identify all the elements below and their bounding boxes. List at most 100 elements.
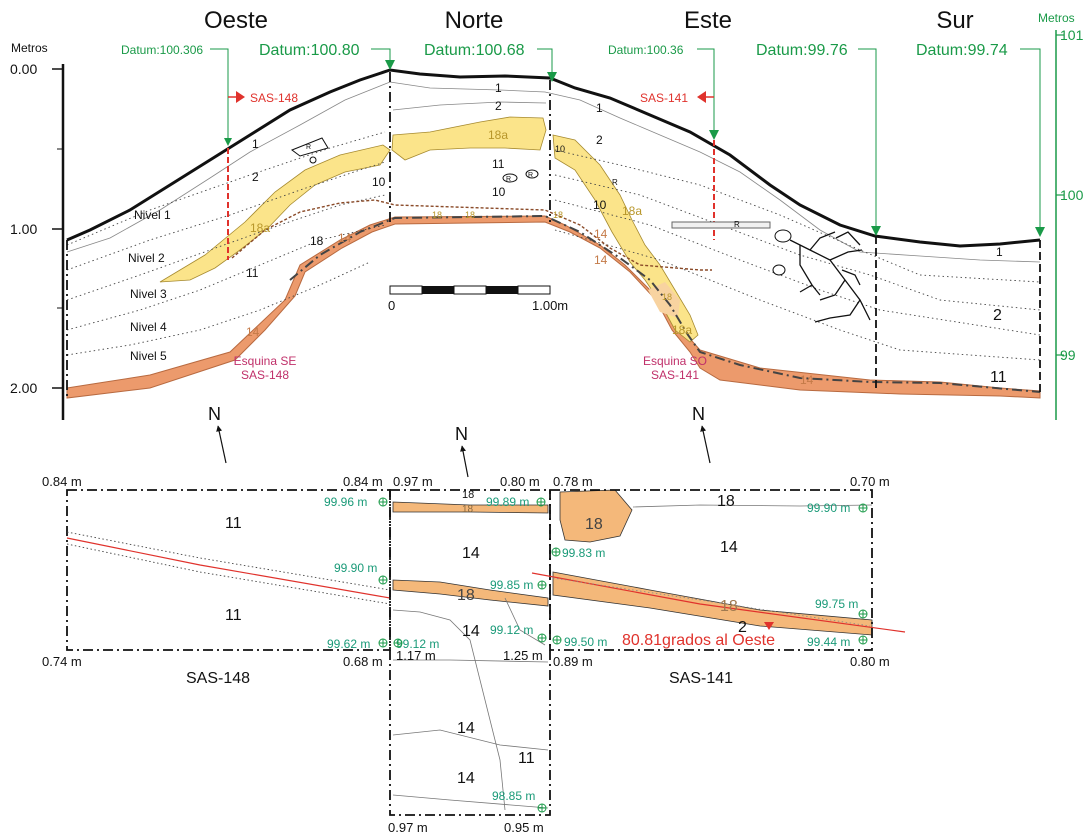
layer-label: 11 [246, 266, 259, 280]
heading-este: Este [684, 7, 732, 34]
plan-corner: 0.80 m [500, 474, 540, 489]
survey-point-icon [536, 497, 546, 507]
rock-icon [671, 221, 771, 229]
north-label: N [208, 404, 221, 424]
plan-corner: 0.84 m [42, 474, 82, 489]
corner-so-sas: SAS-141 [651, 368, 699, 382]
section-dividers-dashed [875, 236, 1041, 392]
heading-norte: Norte [445, 7, 504, 34]
plan-corner: 1.25 m [503, 648, 543, 663]
plan-elevation: 99.44 m [807, 635, 850, 649]
plan-corner: 0.97 m [393, 474, 433, 489]
plan-layer: 18 [462, 489, 474, 501]
datum-label-3: Datum:100.68 [424, 42, 525, 59]
plan-center: 0.97 m 0.80 m 1.17 m 1.25 m 0.97 m 0.95 … [388, 474, 551, 835]
layer-label: 1 [252, 137, 259, 151]
layer-label: 10 [593, 198, 607, 212]
plan-elevation: 99.89 m [486, 495, 529, 509]
left-tick-2: 2.00 [10, 380, 37, 396]
right-tick-1: 100 [1060, 187, 1084, 203]
datum-label-5: Datum:99.76 [756, 42, 848, 59]
heading-sur: Sur [936, 7, 973, 34]
layer-label: 2 [252, 170, 259, 184]
layer-label: 2 [495, 99, 502, 113]
level-4: Nivel 4 [130, 320, 167, 334]
plan-elevation: 99.12 m [396, 637, 439, 651]
datum-label-1: Datum:100.306 [121, 43, 203, 57]
survey-point-icon [858, 609, 868, 619]
layer-label: 14 [594, 227, 608, 241]
rock-label: R [612, 178, 618, 187]
layer-label: 18a [488, 128, 508, 142]
plan-layer: 14 [462, 545, 480, 562]
scale-bar: 0 1.00m [388, 285, 568, 313]
layer-label: 14 [594, 253, 608, 267]
plan-elevation: 99.62 m [327, 637, 370, 651]
layer-label: 11 [492, 157, 505, 171]
plan-section: 0.84 m 0.84 m 0.74 m 0.68 m 11 11 99.96 … [42, 474, 906, 835]
layer-label: 2 [596, 133, 603, 147]
layer-18-inner-right [648, 282, 680, 318]
plan-elevation: 99.85 m [490, 578, 533, 592]
layer-label: 1 [495, 81, 502, 95]
rock-label: R [528, 172, 533, 179]
plan-orientation: 80.81grados al Oeste [622, 632, 775, 649]
plan-elevation: 99.50 m [564, 635, 607, 649]
plan-elevation: 98.85 m [492, 789, 535, 803]
layer-2-base [392, 101, 547, 111]
right-tick-0: 101 [1060, 27, 1084, 43]
corner-labels: Esquina SE SAS-148 Esquina SO SAS-141 [234, 354, 707, 382]
layer-label: 18 [553, 210, 563, 220]
survey-point-icon [393, 638, 403, 648]
datum-label-6: Datum:99.74 [916, 42, 1008, 59]
rock-icon [309, 156, 317, 164]
north-arrows: N N N [208, 404, 711, 478]
root-features [789, 231, 871, 323]
plan-corner: 0.70 m [850, 474, 890, 489]
layer-numbers: 1 2 11 18 18a 10 14 14 1 2 18a 11 10 18 … [246, 81, 1007, 387]
layer-label: 18a [622, 204, 642, 218]
plan-corner: 1.17 m [396, 648, 436, 663]
level-2: Nivel 2 [128, 251, 165, 265]
survey-point-icon [378, 638, 388, 648]
level-1: Nivel 1 [134, 208, 171, 222]
layer-18a-left [159, 144, 391, 283]
brown-dash-line [231, 199, 712, 271]
survey-point-icon [552, 635, 562, 645]
plan-sas-141: 0.78 m 0.70 m 0.89 m 0.80 m 18 18 14 18 … [531, 474, 906, 687]
right-axis-title: Metros [1038, 11, 1075, 25]
layer-label: 1 [996, 245, 1003, 259]
rock-icon [772, 264, 786, 276]
plan-elevation: 99.75 m [815, 597, 858, 611]
corner-so-label: Esquina SO [643, 354, 707, 368]
layer-label: 18a [672, 323, 692, 337]
plan-corner: 0.78 m [553, 474, 593, 489]
plan-sas-148: 0.84 m 0.84 m 0.74 m 0.68 m 11 11 99.96 … [42, 474, 391, 687]
rock-label: R [506, 176, 511, 183]
layer-label: 11 [990, 369, 1007, 386]
layer-18a-center [391, 116, 547, 161]
layer-label: 18 [432, 210, 442, 220]
left-axis-title: Metros [11, 41, 48, 55]
survey-point-icon [378, 575, 388, 585]
plan-layer: 14 [457, 770, 475, 787]
level-labels: Nivel 1 Nivel 2 Nivel 3 Nivel 4 Nivel 5 [128, 208, 171, 363]
plan-corner: 0.84 m [343, 474, 383, 489]
scale-start: 0 [388, 298, 395, 313]
survey-point-icon [858, 635, 868, 645]
datum-label-4: Datum:100.36 [608, 43, 684, 57]
level-5: Nivel 5 [130, 349, 167, 363]
rock-label: R [306, 144, 311, 151]
datum-label-2: Datum:100.80 [259, 42, 360, 59]
plan-elevation: 99.90 m [807, 501, 850, 515]
plan-layer: 11 [518, 750, 535, 767]
plan-layer: 18 [457, 587, 475, 604]
level-3: Nivel 3 [130, 287, 167, 301]
plan-sas-148-title: SAS-148 [186, 670, 250, 687]
survey-point-icon [537, 633, 547, 643]
plan-corner: 0.80 m [850, 654, 890, 669]
section-dividers [66, 72, 551, 396]
north-label: N [692, 404, 705, 424]
rock-icon [502, 173, 518, 183]
rock-label: R [734, 220, 740, 229]
